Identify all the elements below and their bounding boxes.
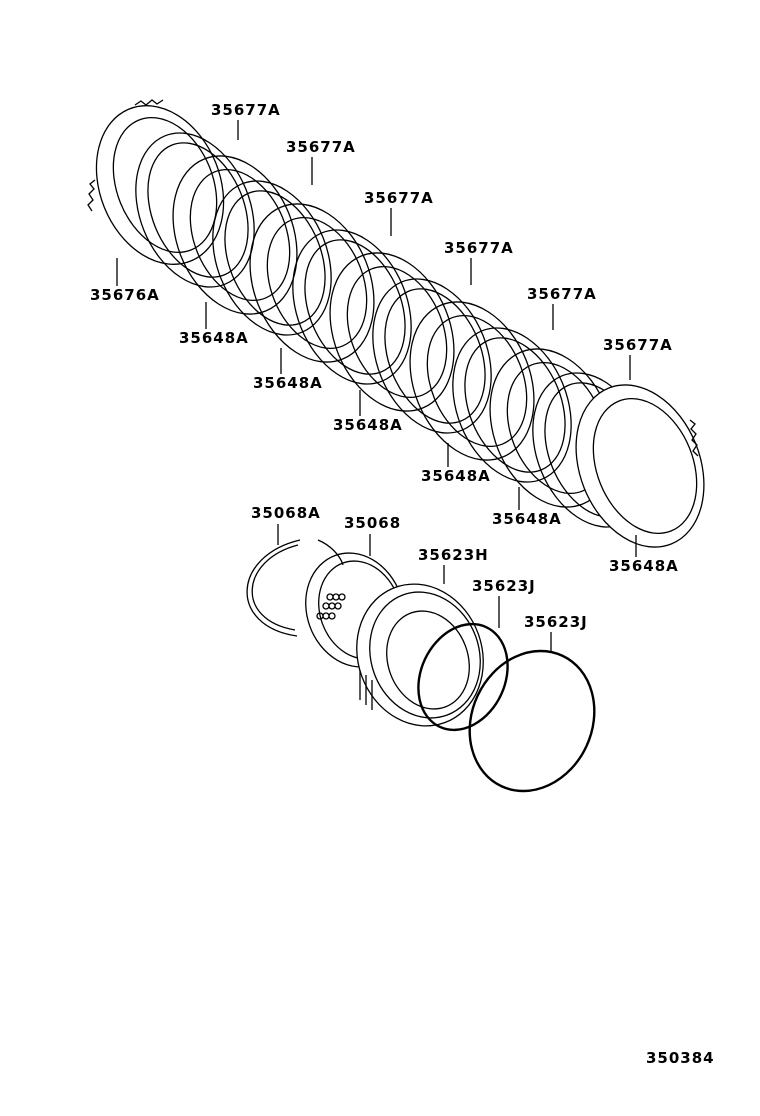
part-label-35068a: 35068A [251,504,321,522]
part-label-35677a: 35677A [603,336,673,354]
part-label-35677a: 35677A [286,138,356,156]
part-label-35648a: 35648A [253,374,323,392]
part-label-35648a: 35648A [609,557,679,575]
part-label-35648a: 35648A [179,329,249,347]
part-label-35648a: 35648A [492,510,562,528]
o-rings [417,622,596,793]
part-label-35623j: 35623J [524,613,588,631]
part-label-35677a: 35677A [527,285,597,303]
part-label-35068: 35068 [344,514,402,532]
part-label-35676a: 35676A [90,286,160,304]
snap-ring [246,539,344,637]
part-label-35677a: 35677A [444,239,514,257]
part-label-35677a: 35677A [211,101,281,119]
part-label-35648a: 35648A [333,416,403,434]
part-label-35677a: 35677A [364,189,434,207]
part-label-35648a: 35648A [421,467,491,485]
clutch-piston [356,583,484,727]
figure-number: 350384 [646,1049,715,1067]
clutch-disc-stack [87,99,705,548]
part-label-35623j: 35623J [472,577,536,595]
leader-lines [116,120,637,652]
part-label-35623h: 35623H [418,546,489,564]
